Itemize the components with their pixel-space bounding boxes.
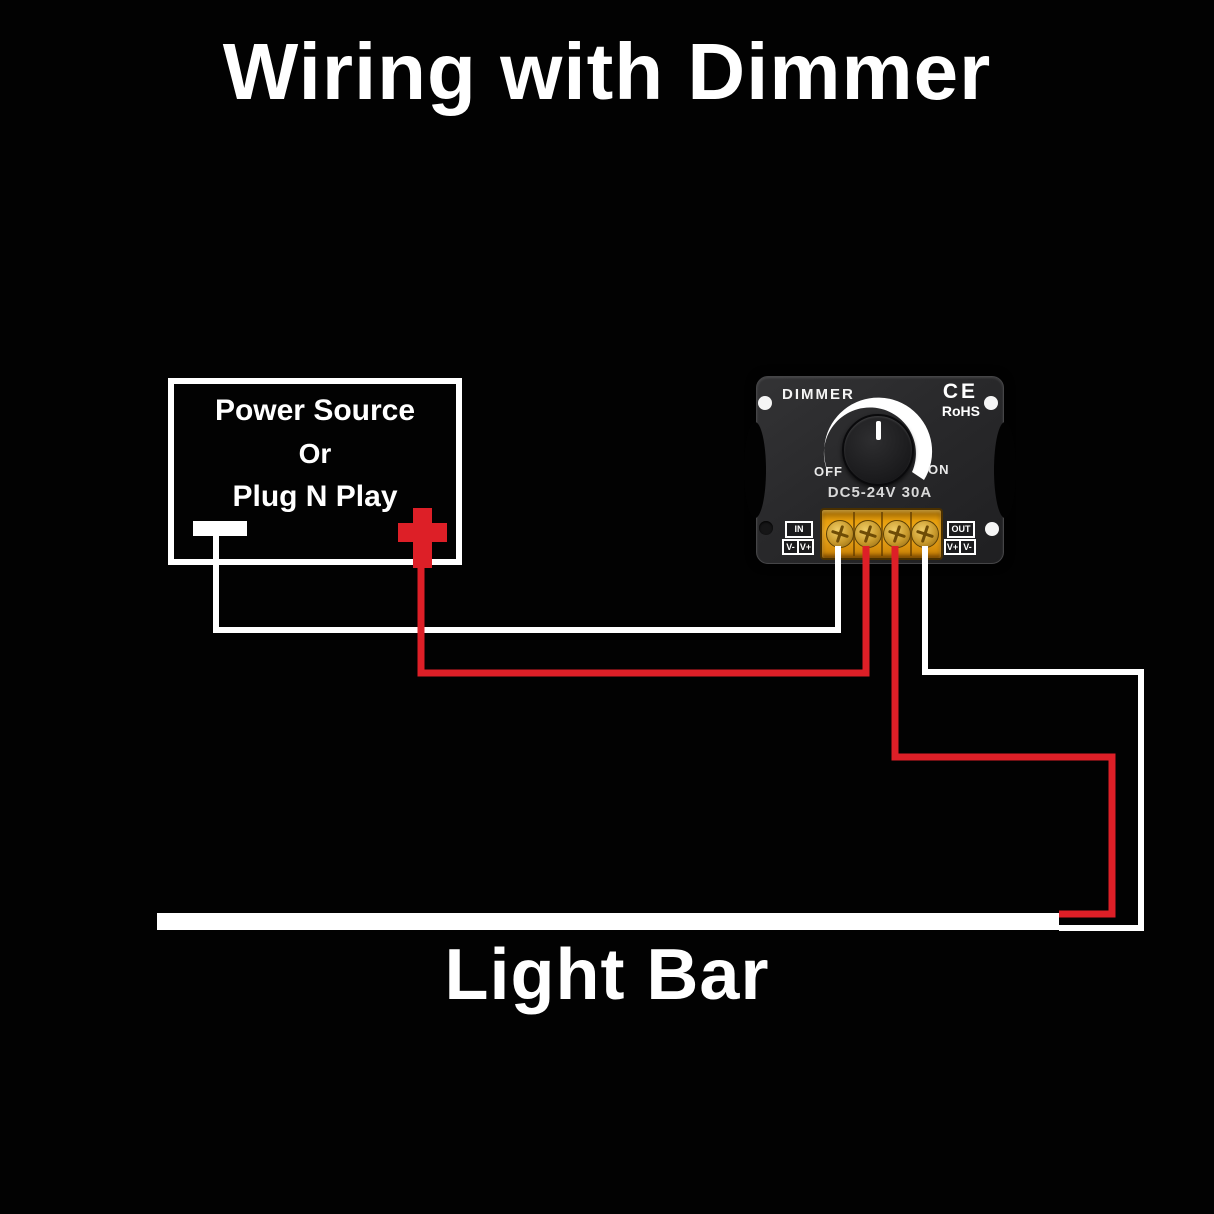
dial-arc-icon — [823, 397, 933, 480]
output-terminal-label: OUT V+ V- — [944, 521, 978, 555]
positive-terminal-icon — [398, 523, 447, 542]
terminal-screw-icon — [854, 520, 882, 548]
voltage-spec-label: DC5-24V 30A — [827, 484, 933, 501]
terminal-block — [820, 508, 943, 560]
wire-negative-out — [922, 546, 1144, 931]
power-source-label-line2: Or — [298, 438, 332, 469]
on-label: ON — [928, 462, 950, 477]
ce-certification-icon: CE — [942, 380, 978, 403]
terminal-screw-icon — [911, 520, 939, 548]
mounting-hole-icon — [985, 522, 999, 536]
terminal-screw-icon — [826, 520, 854, 548]
terminal-screw-icon — [883, 520, 911, 548]
light-bar-label: Light Bar — [444, 935, 770, 1015]
input-terminal-label: IN V- V+ — [782, 521, 816, 555]
wire-positive-in — [417, 546, 870, 677]
mounting-hole-icon — [758, 396, 772, 410]
wire-positive-out — [891, 546, 1116, 918]
in-vplus-label: V+ — [797, 539, 814, 555]
rohs-certification-label: RoHS — [941, 403, 980, 419]
dimmer-brand-label: DIMMER — [782, 386, 855, 403]
power-source-label-line1: Power Source — [214, 394, 416, 427]
mounting-hole-icon — [984, 396, 998, 410]
mounting-hole-icon — [759, 521, 773, 535]
out-label: OUT — [947, 521, 975, 538]
power-source-box: Power Source Or Plug N Play — [168, 378, 462, 568]
light-bar — [157, 913, 1059, 930]
negative-terminal-icon — [193, 521, 247, 536]
page-title: Wiring with Dimmer — [222, 27, 992, 116]
dimmer-device: DIMMER CE RoHS OFF ON DC5-24V 30A IN V- … — [744, 376, 1016, 564]
in-label: IN — [785, 521, 813, 538]
out-vminus-label: V- — [959, 539, 976, 555]
off-label: OFF — [814, 464, 843, 479]
power-source-label-line3: Plug N Play — [232, 480, 398, 513]
dimmer-side-notch — [744, 422, 766, 518]
knob-indicator-icon — [876, 421, 881, 440]
dimmer-side-notch — [994, 422, 1016, 518]
terminal-divider — [881, 512, 883, 556]
